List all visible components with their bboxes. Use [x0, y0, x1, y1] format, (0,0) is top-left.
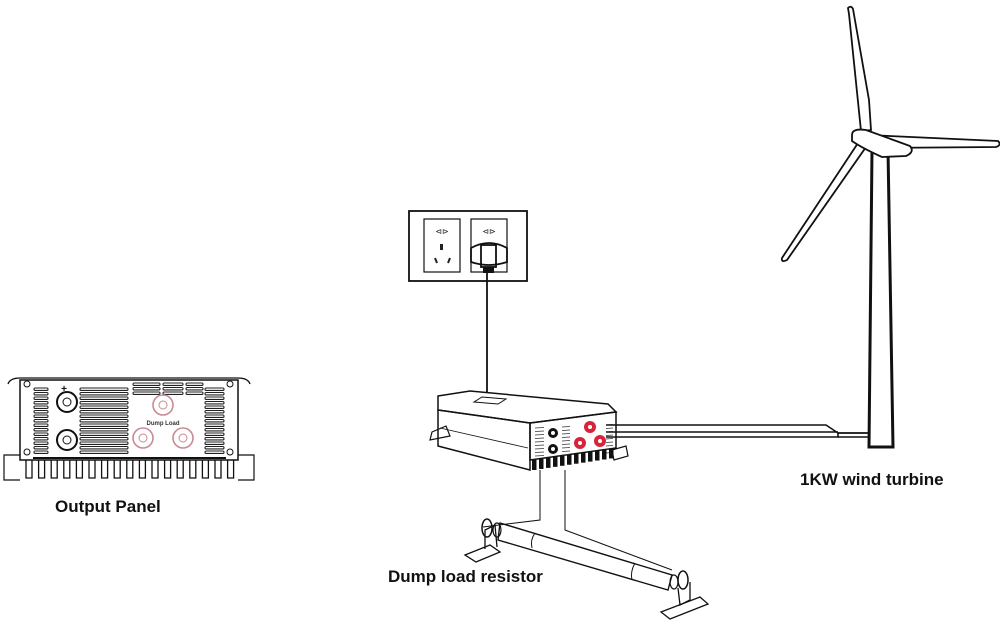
wind-turbine — [780, 5, 1000, 449]
vent-slot — [79, 450, 129, 454]
power-plug — [470, 242, 508, 273]
dump-load-terminal — [152, 394, 174, 416]
vent-slot — [204, 427, 225, 432]
vent-slots — [33, 382, 225, 454]
vent-slot — [33, 387, 49, 391]
dump-load-resistor-label: Dump load resistor — [388, 567, 543, 586]
vent-slot — [204, 436, 225, 441]
vent-slot — [204, 423, 225, 427]
fin — [37, 460, 46, 479]
positive-terminal — [56, 391, 78, 413]
plus-sign: + — [61, 384, 67, 395]
fin — [163, 460, 172, 479]
vent-slot — [79, 418, 129, 423]
vent-slot — [33, 418, 49, 423]
vent-slot — [79, 387, 129, 391]
negative-terminal — [56, 429, 78, 451]
vent-slot — [204, 405, 225, 409]
vent-slot — [33, 396, 49, 400]
fin — [214, 460, 222, 479]
vent-slot — [79, 445, 129, 450]
vent-slot — [79, 391, 129, 396]
fin — [88, 460, 96, 479]
dump-load-wires — [482, 470, 673, 571]
vent-slot — [204, 418, 225, 423]
controller — [429, 390, 629, 471]
vent-slot — [33, 432, 49, 436]
wall-socket: ⊲⊳ ⊲⊳ — [408, 210, 528, 282]
fin — [50, 460, 58, 479]
turbine-cable — [606, 424, 872, 438]
vent-slot — [79, 414, 129, 418]
vent-slot — [79, 436, 129, 441]
fin — [151, 460, 159, 479]
vent-slot — [204, 450, 225, 454]
output-panel: + Dump Load — [3, 377, 255, 481]
vent-slot — [33, 427, 49, 432]
vent-slot — [204, 391, 225, 396]
heat-sink-fins — [25, 460, 235, 479]
vent-slot — [33, 414, 49, 418]
vent-slot — [204, 396, 225, 400]
fin — [75, 460, 84, 479]
vent-slot — [33, 436, 49, 441]
vent-slot — [204, 432, 225, 436]
vent-slot — [79, 432, 129, 436]
vent-slot — [204, 387, 225, 391]
svg-text:⊲⊳: ⊲⊳ — [482, 227, 496, 236]
turbine-tower — [867, 148, 895, 449]
vent-slot — [79, 441, 129, 445]
turbine-blade — [780, 138, 868, 263]
dump-load-terminal — [172, 427, 194, 449]
vent-slot — [79, 427, 129, 432]
vent-slot — [79, 396, 129, 400]
fin — [138, 460, 147, 479]
fin — [201, 460, 210, 479]
dump-load-panel-text: Dump Load — [147, 421, 180, 427]
fin — [126, 460, 134, 479]
vent-slot — [33, 391, 49, 396]
wind-turbine-label: 1KW wind turbine — [800, 470, 944, 489]
turbine-blade — [847, 5, 872, 132]
dump-load-resistor — [463, 518, 710, 620]
vent-slot — [79, 423, 129, 427]
vent-slot — [204, 414, 225, 418]
output-panel-label: Output Panel — [55, 497, 161, 516]
turbine-nacelle — [851, 128, 913, 158]
vent-slot — [204, 441, 225, 445]
fin — [100, 460, 109, 479]
fin — [63, 460, 71, 479]
vent-slot — [33, 405, 49, 409]
fin — [113, 460, 121, 479]
fin — [25, 460, 33, 479]
vent-slot — [33, 400, 49, 405]
dump-load-terminal — [132, 427, 154, 449]
vent-slot — [204, 445, 225, 450]
vent-slot — [79, 405, 129, 409]
fin — [189, 460, 197, 479]
vent-slot — [33, 423, 49, 427]
fin — [176, 460, 184, 479]
fin — [226, 460, 235, 479]
vent-slot — [204, 409, 225, 414]
vent-slot — [33, 441, 49, 445]
vent-slot — [33, 409, 49, 414]
vent-slot — [204, 400, 225, 405]
vent-slot — [79, 409, 129, 414]
vent-slot — [33, 450, 49, 454]
svg-text:⊲⊳: ⊲⊳ — [435, 227, 449, 236]
vent-slot — [79, 400, 129, 405]
vent-slot — [33, 445, 49, 450]
